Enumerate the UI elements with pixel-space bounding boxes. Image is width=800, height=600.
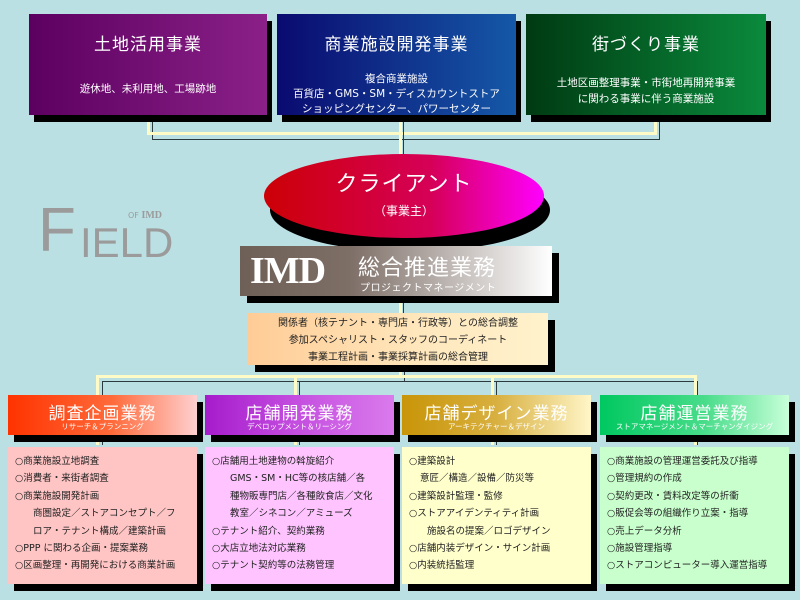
category-subtitle: ストアマネージメント＆マーチャンダイジング [615, 422, 774, 431]
list-item: 施設名の提案／ロゴデザイン [427, 525, 551, 537]
connector-line [147, 115, 150, 135]
connector-line [399, 115, 402, 160]
logo-of-imd: OF IMD [128, 210, 162, 221]
client-ellipse: クライアント （事業主） [264, 154, 544, 238]
coord-line: 関係者（核テナント・専門店・行政等）との総合調整 [278, 318, 518, 329]
list-item: ○商業施設の管理運営委託及び指導 [607, 456, 758, 467]
coord-line: 事業工程計画・事業採算計画の総合管理 [308, 352, 488, 363]
connector-line [96, 375, 697, 378]
list-item: ○管理規約の作成 [607, 473, 682, 485]
logo-brand: IMD [141, 210, 163, 221]
category-title: 調査企画業務 [48, 404, 157, 424]
box-subtitle: 土地区画整理事業・市街地再開発事業 [556, 77, 736, 89]
box-subtitle: に関わる事業に伴う商業施設 [577, 93, 715, 105]
imd-title: 総合推進業務 [358, 256, 497, 281]
list-item: ○テナント契約等の法務管理 [212, 560, 335, 572]
list-item: ○商業施設立地調査 [15, 456, 100, 467]
box-title: 街づくり事業 [592, 35, 700, 55]
imd-logo: IMD [250, 250, 326, 292]
imd-project-management-bar: IMD 総合推進業務 プロジェクトマネージメント [240, 246, 552, 296]
connector-line [654, 115, 657, 135]
list-item: 商圏設定／ストアコンセプト／フ [33, 508, 176, 520]
category-architecture-design: 店舗デザイン業務 アーキテクチャー＆デザイン [402, 395, 591, 435]
list-item: ○建築設計監理・監修 [409, 490, 503, 502]
architecture-design-list: ○建築設計意匠／構造／設備／防災等 ○建築設計監理・監修 ○ストアアイデンティティ計… [402, 447, 591, 584]
category-title: 店舗運営業務 [640, 404, 749, 424]
box-subtitle: ショッピングセンター、パワーセンター [302, 103, 491, 115]
category-development-leasing: 店舗開発業務 デベロップメント＆リーシング [205, 395, 394, 435]
category-subtitle: リサーチ＆プランニング [61, 422, 144, 431]
category-title: 店舗デザイン業務 [424, 404, 569, 424]
list-item: ○建築設計 [409, 456, 456, 467]
list-item: ○店舗用土地建物の斡旋紹介 [212, 456, 335, 467]
list-item: ○PPP に関わる企画・提案業務 [15, 542, 148, 554]
connector-line [152, 139, 660, 140]
commercial-facility-box: 商業施設開発事業 複合商業施設 百貨店・GMS・SM・ディスカウントストア ショ… [277, 14, 516, 115]
imd-subtitle: プロジェクトマネージメント [360, 283, 497, 294]
box-title: 商業施設開発事業 [324, 35, 469, 55]
category-subtitle: デベロップメント＆リーシング [247, 422, 352, 431]
list-item: ○内装統括監理 [409, 560, 475, 572]
logo-rest: IELD [80, 219, 174, 266]
town-development-box: 街づくり事業 土地区画整理事業・市街地再開発事業 に関わる事業に伴う商業施設 [526, 14, 766, 115]
connector-line [399, 296, 402, 314]
list-item: 教室／シネコン／アミューズ [230, 508, 353, 520]
development-leasing-list: ○店舗用土地建物の斡旋紹介 GMS・SM・HC等の核店舗／各種物販専門店／各種飲食… [205, 447, 394, 584]
list-item: ○店舗内装デザイン・サイン計画 [409, 542, 551, 554]
category-subtitle: アーキテクチャー＆デザイン [448, 422, 545, 431]
land-utilization-box: 土地活用事業 遊休地、未利用地、工場跡地 [29, 14, 267, 115]
category-research-planning: 調査企画業務 リサーチ＆プランニング [8, 395, 197, 435]
coord-line: 参加スペシャリスト・スタッフのコーディネート [288, 335, 508, 346]
list-item: 種物販専門店／各種飲食店／文化 [230, 490, 373, 502]
list-item: ○ストアコンピューター導入運営指導 [607, 560, 768, 572]
category-title: 店舗開発業務 [245, 404, 354, 424]
list-item: 意匠／構造／設備／防災等 [420, 473, 535, 485]
connector-line [403, 296, 404, 314]
category-store-management: 店舗運営業務 ストアマネージメント＆マーチャンダイジング [600, 395, 789, 435]
research-planning-list: ○商業施設立地調査 ○消費者・来街者調査 ○商業施設開発計画商圏設定／ストアコンセプ… [8, 447, 197, 584]
connector-line [147, 132, 657, 135]
box-subtitle: 遊休地、未利用地、工場跡地 [79, 83, 217, 95]
list-item: ○施設管理指導 [607, 542, 673, 554]
client-subtitle: （事業主） [373, 204, 434, 218]
list-item: ○ストアアイデンティティ計画 [409, 508, 540, 520]
list-item: ○消費者・来街者調査 [15, 473, 109, 485]
list-item: GMS・SM・HC等の核店舗／各 [230, 473, 366, 485]
list-item: ○テナント紹介、契約業務 [212, 525, 325, 537]
list-item: ロア・テナント構成／建築計画 [33, 525, 167, 537]
box-title: 土地活用事業 [94, 35, 202, 55]
list-item: ○大店立地法対応業務 [212, 542, 306, 554]
list-item: ○販促会等の組織作り立案・指導 [607, 508, 749, 520]
list-item: ○売上データ分析 [607, 525, 682, 537]
connector-line [152, 118, 153, 140]
list-item: ○商業施設開発計画 [15, 490, 100, 502]
connector-line [659, 118, 660, 140]
box-subtitle: 複合商業施設 [365, 73, 428, 85]
list-item: ○区画整理・再開発における商業計画 [15, 560, 176, 572]
logo-of: OF [128, 211, 139, 220]
connector-line [102, 381, 696, 382]
client-title: クライアント [335, 172, 473, 197]
connector-line [403, 118, 404, 160]
logo-initial: F [38, 196, 76, 265]
coordination-box: 関係者（核テナント・専門店・行政等）との総合調整 参加スペシャリスト・スタッフの… [248, 313, 548, 365]
store-management-list: ○商業施設の管理運営委託及び指導 ○管理規約の作成 ○契約更改・賃料改定等の折衝 ○販… [600, 447, 789, 584]
box-subtitle: 百貨店・GMS・SM・ディスカウントストア [293, 88, 500, 100]
list-item: ○契約更改・賃料改定等の折衝 [607, 490, 739, 502]
